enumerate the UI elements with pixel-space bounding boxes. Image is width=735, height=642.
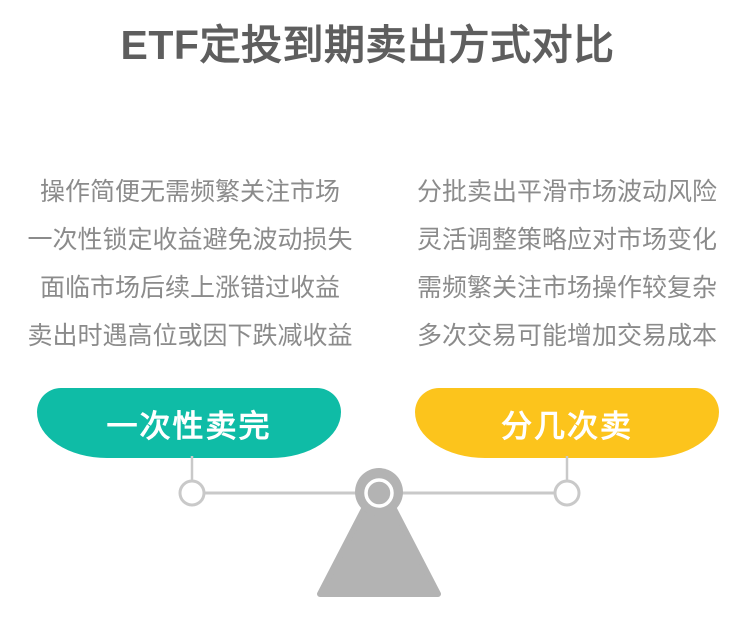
option-sell-all-at-once-pan: 一次性卖完 (37, 388, 341, 458)
right-point-4: 多次交易可能增加交易成本 (416, 322, 717, 350)
right-point-1: 分批卖出平滑市场波动风险 (416, 178, 717, 206)
left-point-1: 操作简便无需频繁关注市场 (39, 178, 340, 206)
fulcrum-pivot-ring (364, 478, 394, 508)
left-beam-end-circle (178, 479, 206, 507)
option-sell-in-batches-label: 分几次卖 (501, 408, 633, 444)
right-points-list: 分批卖出平滑市场波动风险 灵活调整策略应对市场变化 需频繁关注市场操作较复杂 多… (392, 168, 735, 360)
option-sell-in-batches-pan: 分几次卖 (415, 388, 719, 458)
right-point-3: 需频繁关注市场操作较复杂 (416, 274, 717, 302)
left-point-2: 一次性锁定收益避免波动损失 (27, 226, 353, 254)
left-point-4: 卖出时遇高位或因下跌减收益 (27, 322, 353, 350)
scale-fulcrum-cap (355, 468, 403, 516)
option-sell-all-at-once-label: 一次性卖完 (106, 408, 272, 444)
left-points-list: 操作简便无需频繁关注市场 一次性锁定收益避免波动损失 面临市场后续上涨错过收益 … (15, 168, 365, 360)
left-point-3: 面临市场后续上涨错过收益 (39, 274, 340, 302)
scale-fulcrum-triangle (317, 477, 441, 597)
balance-scale (178, 456, 581, 597)
right-point-2: 灵活调整策略应对市场变化 (416, 226, 717, 254)
page-title: ETF定投到期卖出方式对比 (120, 22, 615, 68)
right-beam-end-circle (553, 479, 581, 507)
